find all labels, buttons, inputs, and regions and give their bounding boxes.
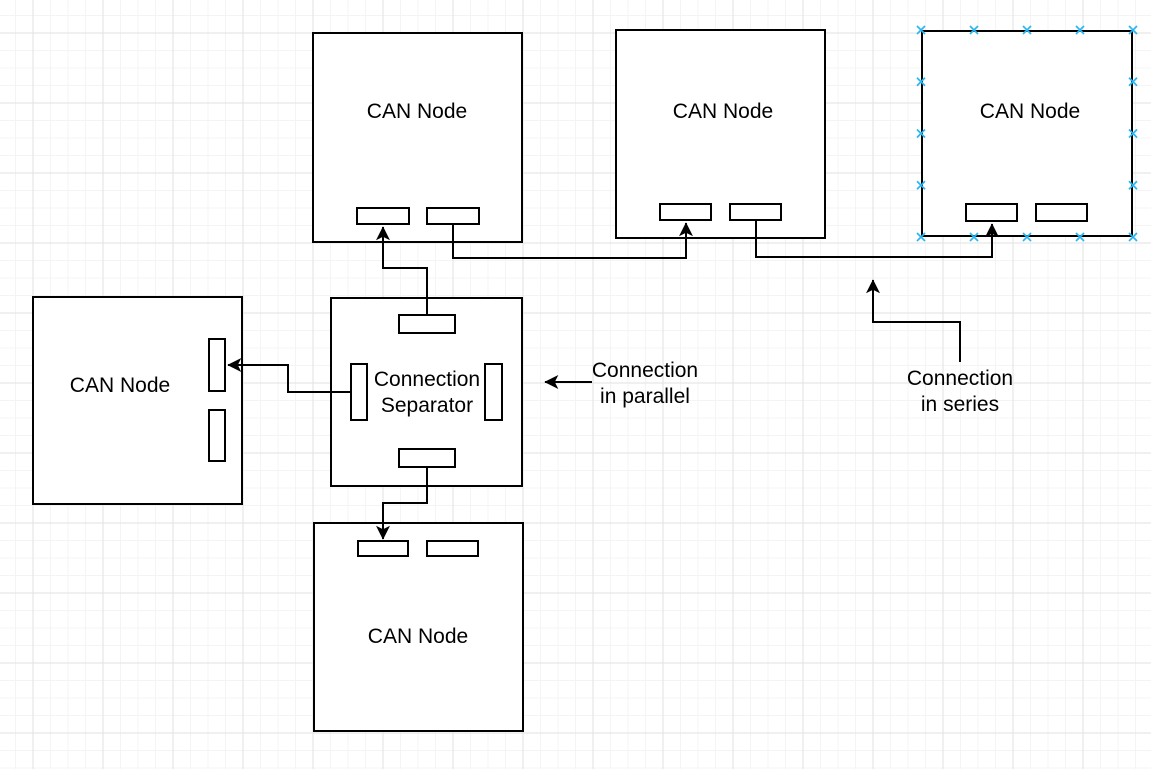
can-node-bottom[interactable]: CAN Node [313, 522, 524, 732]
can-node-top-middle[interactable]: CAN Node [615, 29, 826, 239]
connector-port[interactable] [484, 363, 503, 421]
can-node-top-left[interactable]: CAN Node [312, 32, 523, 243]
connector-port[interactable] [965, 203, 1018, 222]
annotation-connection-in-series[interactable]: Connection in series [906, 367, 1014, 416]
can-node-left[interactable]: CAN Node [32, 296, 243, 505]
connection-separator-label: Connection Separator [373, 368, 481, 417]
connector-port[interactable] [1035, 203, 1088, 222]
connector-port[interactable] [398, 448, 456, 468]
can-node-label: CAN Node [366, 100, 468, 123]
series-pointer-arrow[interactable] [866, 279, 961, 362]
connector-port[interactable] [729, 203, 782, 221]
connector-port[interactable] [398, 314, 456, 334]
can-node-label: CAN Node [69, 374, 171, 397]
connector-port[interactable] [356, 207, 410, 225]
annotation-connection-in-parallel[interactable]: Connection in parallel [591, 359, 699, 408]
can-node-label: CAN Node [367, 625, 469, 648]
connector-port[interactable] [426, 207, 480, 225]
connector-port[interactable] [426, 540, 479, 557]
connector-port[interactable] [350, 363, 368, 421]
connection-separator[interactable]: Connection Separator [330, 297, 523, 487]
connector-port[interactable] [357, 540, 409, 557]
can-node-top-right[interactable]: CAN Node [921, 30, 1133, 237]
connector-port[interactable] [208, 409, 226, 462]
can-node-label: CAN Node [672, 100, 774, 123]
can-node-label: CAN Node [979, 100, 1081, 123]
connector-port[interactable] [659, 203, 712, 221]
connector-port[interactable] [208, 338, 226, 392]
